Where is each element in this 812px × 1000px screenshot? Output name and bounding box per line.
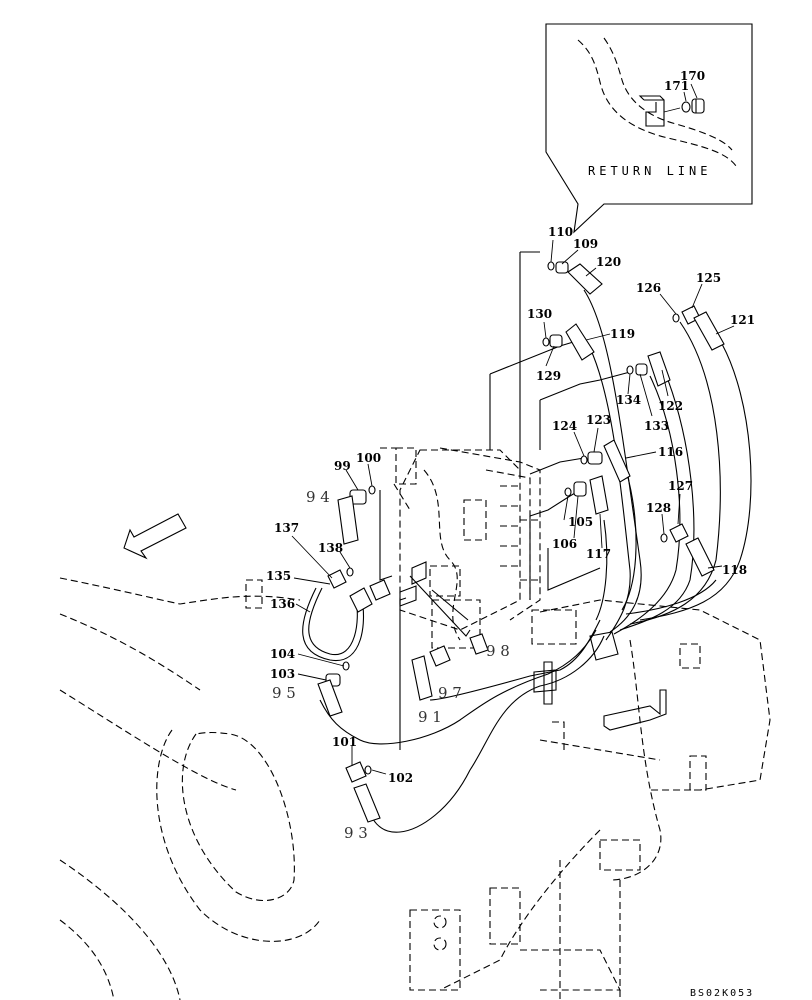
callout-123: 123 [586, 413, 611, 427]
front-direction-arrow [123, 513, 187, 560]
inset-callout-frame [545, 23, 753, 234]
callout-118: 118 [722, 563, 747, 577]
callout-117: 117 [586, 547, 611, 561]
callout-99: 99 [334, 459, 351, 473]
callout-95: 9 5 [272, 684, 296, 702]
inset-label-170: 170 [680, 69, 705, 83]
callout-94: 9 4 [306, 488, 330, 506]
inset-return-hose [577, 37, 737, 167]
callout-104: 104 [270, 647, 295, 661]
callout-134: 134 [616, 393, 641, 407]
fittings [302, 261, 725, 823]
callout-103: 103 [270, 667, 295, 681]
callout-116: 116 [658, 445, 683, 459]
inset-fitting-170 [691, 98, 705, 114]
callout-125: 125 [696, 271, 721, 285]
callout-126: 126 [636, 281, 661, 295]
big-callout-labels: 9 4 9 8 9 5 9 7 9 1 9 3 [272, 488, 510, 842]
callout-98: 9 8 [486, 642, 510, 660]
callout-136: 136 [270, 597, 295, 611]
callout-91: 9 1 [418, 708, 442, 726]
inset-fitting-171 [681, 101, 691, 113]
inset-title: RETURN LINE [588, 164, 711, 178]
callout-120: 120 [596, 255, 621, 269]
callout-130: 130 [527, 307, 552, 321]
inset-label-171: 171 [664, 79, 689, 93]
inset-return-line: 171 170 RETURN LINE [545, 23, 753, 234]
callout-97: 9 7 [438, 684, 462, 702]
callout-93: 9 3 [344, 824, 368, 842]
callout-128: 128 [646, 501, 671, 515]
callout-124: 124 [552, 419, 577, 433]
callout-106: 106 [552, 537, 577, 551]
callout-127: 127 [668, 479, 693, 493]
callout-101: 101 [332, 735, 357, 749]
callout-labels: 110 109 120 126 125 121 130 119 129 134 … [266, 225, 755, 785]
callout-109: 109 [573, 237, 598, 251]
callout-122: 122 [658, 399, 683, 413]
inset-bracket [638, 95, 665, 127]
callout-137: 137 [274, 521, 299, 535]
callout-102: 102 [388, 771, 413, 785]
callout-138: 138 [318, 541, 343, 555]
control-valve-body [399, 447, 577, 649]
hose-bundle [319, 289, 752, 833]
callout-110: 110 [548, 225, 573, 239]
callout-133: 133 [644, 419, 669, 433]
clamp-brackets [533, 631, 667, 731]
callout-100: 100 [356, 451, 381, 465]
callout-135: 135 [266, 569, 291, 583]
callout-119: 119 [610, 327, 635, 341]
callout-105: 105 [568, 515, 593, 529]
callout-leaders [291, 239, 735, 775]
callout-129: 129 [536, 369, 561, 383]
callout-121: 121 [730, 313, 755, 327]
drawing-code: BS02K053 [690, 988, 754, 999]
machine-frame-dashed [59, 447, 771, 1000]
